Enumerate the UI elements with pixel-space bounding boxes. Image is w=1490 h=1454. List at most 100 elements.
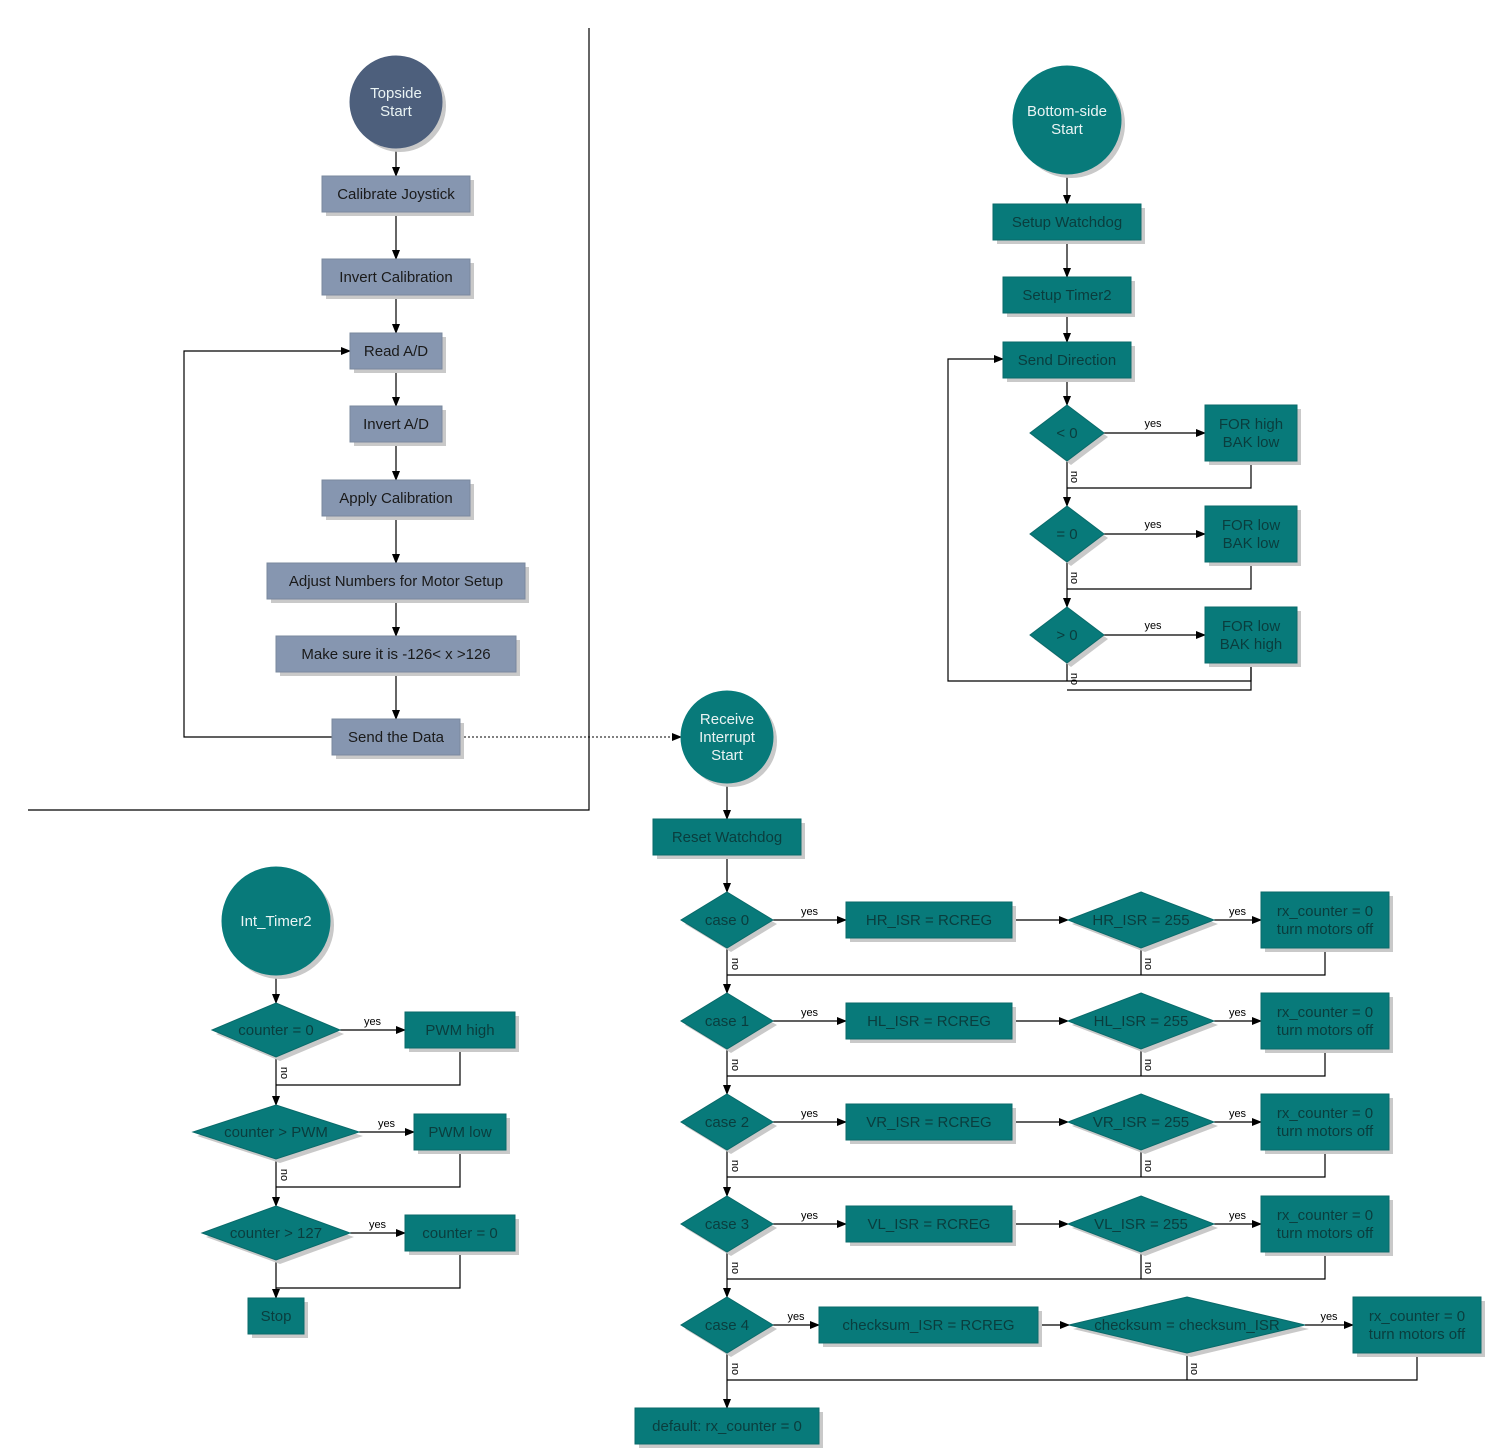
merge [276, 1150, 461, 1188]
bottom-start-label: Start [1051, 121, 1084, 138]
merge [1067, 663, 1252, 691]
receive-result [1352, 1296, 1482, 1354]
bottom-step-label: Setup Timer2 [1022, 287, 1111, 304]
receive-assign-label: HL_ISR = RCREG [867, 1013, 991, 1030]
topside-loop [183, 347, 351, 738]
merge [276, 1048, 461, 1086]
receive-start-label: Receive [700, 711, 754, 728]
topside-start [349, 55, 443, 149]
bottom-step [1002, 341, 1132, 379]
topside-step [266, 562, 526, 600]
receive-result-label: rx_counter = 0 [1277, 1105, 1373, 1122]
receive-default [634, 1407, 820, 1445]
receive-check-label: VR_ISR = 255 [1093, 1114, 1189, 1131]
receive-check-label: checksum = checksum_ISR [1094, 1317, 1280, 1334]
receive-assign [845, 1103, 1013, 1141]
connectors [28, 28, 1418, 1409]
timer-decision-label: counter > PWM [224, 1124, 328, 1141]
bottom-decision [1029, 404, 1105, 462]
timer-decision-label: counter = 0 [238, 1022, 313, 1039]
receive-result [1260, 1093, 1390, 1151]
topside-step [349, 332, 443, 370]
bottom-action-label: BAK low [1223, 434, 1280, 451]
yes-label: yes [1229, 1007, 1247, 1019]
no-label: no [1142, 958, 1154, 970]
bottom-action-label: BAK high [1220, 636, 1283, 653]
yes-label: yes [801, 906, 819, 918]
bottom-action [1204, 606, 1298, 664]
bottom-step [992, 203, 1142, 241]
timer-action [413, 1113, 507, 1151]
receive-case-label: case 3 [705, 1216, 749, 1233]
no-label: no [1142, 1059, 1154, 1071]
yes-label: yes [364, 1016, 382, 1028]
bottom-action-label: BAK low [1223, 535, 1280, 552]
receive-case-label: case 2 [705, 1114, 749, 1131]
timer-stop-label: Stop [261, 1308, 292, 1325]
bottom-action [1204, 505, 1298, 563]
yes-label: yes [787, 1311, 805, 1323]
receive-result-label: turn motors off [1277, 921, 1374, 938]
topside-step [321, 258, 471, 296]
topside-step [349, 405, 443, 443]
receive-case [680, 1195, 774, 1253]
yes-label: yes [1144, 519, 1162, 531]
timer-start [221, 866, 331, 976]
yes-label: yes [1229, 906, 1247, 918]
yes-label: yes [1320, 1311, 1338, 1323]
topside-step-label: Calibrate Joystick [337, 186, 455, 203]
bottom-step [1002, 276, 1132, 314]
receive-case-label: case 4 [705, 1317, 749, 1334]
timer-action-label: PWM high [425, 1022, 494, 1039]
timer-start-label: Int_Timer2 [240, 913, 311, 930]
receive-default-label: default: rx_counter = 0 [652, 1418, 802, 1435]
no-label: no [729, 958, 741, 970]
no-label: no [729, 1059, 741, 1071]
receive-assign [818, 1306, 1039, 1344]
topside-start-label: Topside [370, 85, 422, 102]
no-label: no [278, 1169, 290, 1181]
no-label: no [1188, 1363, 1200, 1375]
receive-check [1066, 1195, 1216, 1253]
receive-case-label: case 0 [705, 912, 749, 929]
topside-step-label: Send the Data [348, 729, 445, 746]
receive-check-label: VL_ISR = 255 [1094, 1216, 1188, 1233]
bottom-action-label: FOR high [1219, 416, 1283, 433]
timer-decision [210, 1002, 342, 1058]
bottom-start-label: Bottom-side [1027, 103, 1107, 120]
bottom-action [1204, 404, 1298, 462]
receive-result-label: turn motors off [1369, 1326, 1466, 1343]
receive-assign [845, 901, 1013, 939]
no-label: no [729, 1262, 741, 1274]
no-label: no [1142, 1262, 1154, 1274]
receive-result [1260, 992, 1390, 1050]
bottom-decision [1029, 606, 1105, 664]
receive-case [680, 1093, 774, 1151]
merge [276, 1251, 461, 1289]
timer-action [404, 1011, 516, 1049]
receive-case-label: case 1 [705, 1013, 749, 1030]
timer-stop [247, 1297, 305, 1335]
bottom-step-label: Send Direction [1018, 352, 1116, 369]
receive-result-label: turn motors off [1277, 1123, 1374, 1140]
no-label: no [729, 1363, 741, 1375]
receive-result-label: rx_counter = 0 [1369, 1308, 1465, 1325]
yes-label: yes [369, 1219, 387, 1231]
receive-start-label: Interrupt [699, 729, 756, 746]
receive-check-label: HR_ISR = 255 [1092, 912, 1189, 929]
receive-result-label: rx_counter = 0 [1277, 1207, 1373, 1224]
no-label: no [278, 1067, 290, 1079]
topside-boundary [28, 28, 590, 811]
timer-decision [191, 1104, 361, 1160]
bottom-decision-label: > 0 [1056, 627, 1077, 644]
yes-label: yes [801, 1210, 819, 1222]
no-label: no [1142, 1160, 1154, 1172]
bottom-action-label: FOR low [1222, 517, 1281, 534]
yes-label: yes [801, 1007, 819, 1019]
receive-assign-label: HR_ISR = RCREG [866, 912, 992, 929]
receive-check [1068, 1296, 1306, 1354]
bottom-decision-label: = 0 [1056, 526, 1077, 543]
merge [1067, 461, 1252, 489]
